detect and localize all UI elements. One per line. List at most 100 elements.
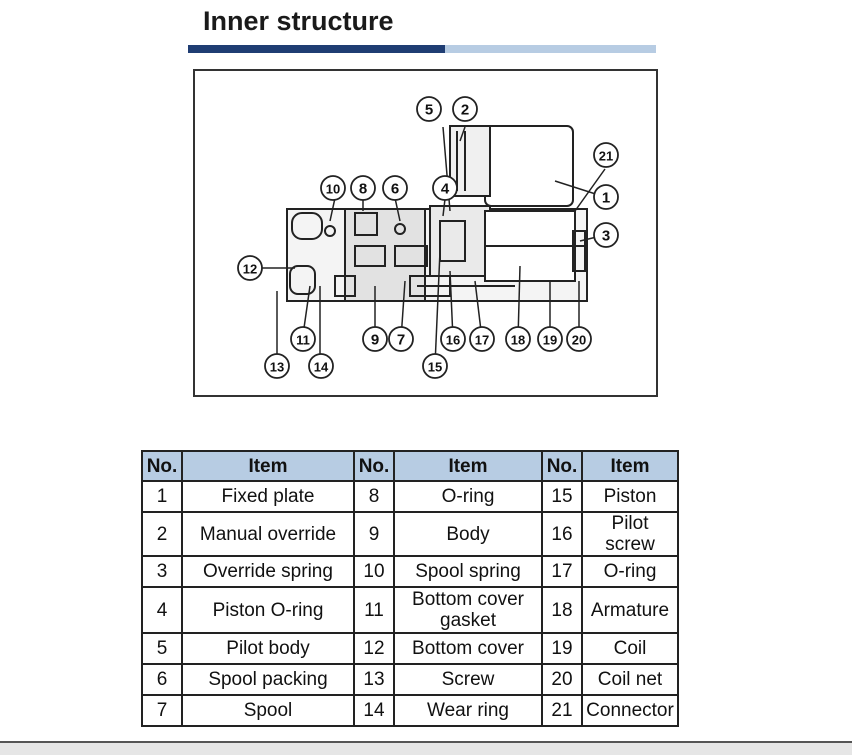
cell-item: Pilot body — [181, 632, 355, 665]
callout-3: 3 — [602, 228, 610, 245]
callout-11-circle — [290, 326, 316, 352]
cell-item: Piston O-ring — [181, 586, 355, 634]
callout-10-circle — [320, 175, 346, 201]
callout-19-circle — [537, 326, 563, 352]
page-title: Inner structure — [203, 6, 394, 36]
callout-6-circle — [382, 175, 408, 201]
valve-cross-section: 1 2 3 4 5 6 7 8 9 10 11 12 13 14 15 16 1… — [237, 96, 619, 379]
callout-5-circle — [416, 96, 442, 122]
callout-20-circle — [566, 326, 592, 352]
cell-no: 7 — [141, 694, 183, 727]
parts-table-header: No. Item No. Item No. Item — [141, 450, 679, 482]
callout-2-circle — [452, 96, 478, 122]
cell-item: Fixed plate — [181, 480, 355, 513]
table-row: 3 Override spring 10 Spool spring 17 O-r… — [141, 555, 679, 588]
callout-21: 21 — [599, 149, 613, 164]
callout-8-circle — [350, 175, 376, 201]
callout-9-circle — [362, 326, 388, 352]
cell-no: 10 — [353, 555, 395, 588]
header-item-3: Item — [581, 450, 679, 482]
cell-no: 4 — [141, 586, 183, 634]
cell-item: Coil — [581, 632, 679, 665]
table-row: 5 Pilot body 12 Bottom cover 19 Coil — [141, 632, 679, 665]
cell-no: 18 — [541, 586, 583, 634]
callout-1: 1 — [602, 190, 610, 207]
cell-no: 21 — [541, 694, 583, 727]
header-item-2: Item — [393, 450, 543, 482]
callout-20: 20 — [572, 333, 586, 348]
callout-6: 6 — [391, 181, 399, 198]
cell-no: 13 — [353, 663, 395, 696]
cell-item: Wear ring — [393, 694, 543, 727]
cell-item: Connector — [581, 694, 679, 727]
cell-item: Pilot screw — [581, 511, 679, 557]
table-row: 4 Piston O-ring 11 Bottom cover gasket 1… — [141, 586, 679, 634]
footer-band — [0, 743, 852, 755]
callout-16: 16 — [446, 333, 460, 348]
callout-3-circle — [593, 222, 619, 248]
callout-2: 2 — [461, 102, 469, 119]
callout-circles — [237, 96, 619, 379]
callout-10: 10 — [326, 182, 340, 197]
header-no-1: No. — [141, 450, 183, 482]
callout-7-circle — [388, 326, 414, 352]
cell-item: Manual override — [181, 511, 355, 557]
callout-14-circle — [308, 353, 334, 379]
header-no-3: No. — [541, 450, 583, 482]
cell-no: 1 — [141, 480, 183, 513]
cell-no: 2 — [141, 511, 183, 557]
callout-12-circle — [237, 255, 263, 281]
table-row: 2 Manual override 9 Body 16 Pilot screw — [141, 511, 679, 557]
cell-item: Screw — [393, 663, 543, 696]
table-row: 7 Spool 14 Wear ring 21 Connector — [141, 694, 679, 727]
table-row: 6 Spool packing 13 Screw 20 Coil net — [141, 663, 679, 696]
cell-item: Spool packing — [181, 663, 355, 696]
callout-4-circle — [432, 175, 458, 201]
cell-no: 3 — [141, 555, 183, 588]
cell-no: 11 — [353, 586, 395, 634]
callout-11: 11 — [296, 333, 310, 348]
parts-table: No. Item No. Item No. Item 1 Fixed plate… — [141, 450, 679, 727]
title-underline-light — [445, 45, 656, 53]
table-row: 1 Fixed plate 8 O-ring 15 Piston — [141, 480, 679, 513]
callout-8: 8 — [359, 181, 367, 198]
cell-no: 15 — [541, 480, 583, 513]
cell-no: 8 — [353, 480, 395, 513]
cell-no: 12 — [353, 632, 395, 665]
cell-item: Override spring — [181, 555, 355, 588]
header-no-2: No. — [353, 450, 395, 482]
cell-no: 5 — [141, 632, 183, 665]
callout-4: 4 — [441, 181, 450, 198]
callout-14: 14 — [314, 360, 329, 375]
callout-5: 5 — [425, 102, 433, 119]
cell-item: Coil net — [581, 663, 679, 696]
cell-item: Armature — [581, 586, 679, 634]
callout-1-circle — [593, 184, 619, 210]
cell-no: 20 — [541, 663, 583, 696]
callout-21-circle — [593, 142, 619, 168]
callout-16-circle — [440, 326, 466, 352]
footer-divider — [0, 741, 852, 743]
cell-item: Body — [393, 511, 543, 557]
callout-12: 12 — [243, 262, 257, 277]
callout-17: 17 — [475, 333, 489, 348]
valve-body-drawing — [286, 125, 588, 302]
callout-17-circle — [469, 326, 495, 352]
header-item-1: Item — [181, 450, 355, 482]
cell-no: 16 — [541, 511, 583, 557]
cell-no: 9 — [353, 511, 395, 557]
callout-15-circle — [422, 353, 448, 379]
callout-15: 15 — [428, 360, 442, 375]
cell-item: Spool — [181, 694, 355, 727]
cell-no: 6 — [141, 663, 183, 696]
cell-no: 17 — [541, 555, 583, 588]
cell-item: Piston — [581, 480, 679, 513]
callout-9: 9 — [371, 332, 379, 349]
cell-item: Bottom cover gasket — [393, 586, 543, 634]
callout-19: 19 — [543, 333, 557, 348]
cell-no: 14 — [353, 694, 395, 727]
cell-item: Bottom cover — [393, 632, 543, 665]
callout-13-circle — [264, 353, 290, 379]
inner-structure-diagram: 1 2 3 4 5 6 7 8 9 10 11 12 13 14 15 16 1… — [193, 69, 658, 397]
cell-item: O-ring — [393, 480, 543, 513]
